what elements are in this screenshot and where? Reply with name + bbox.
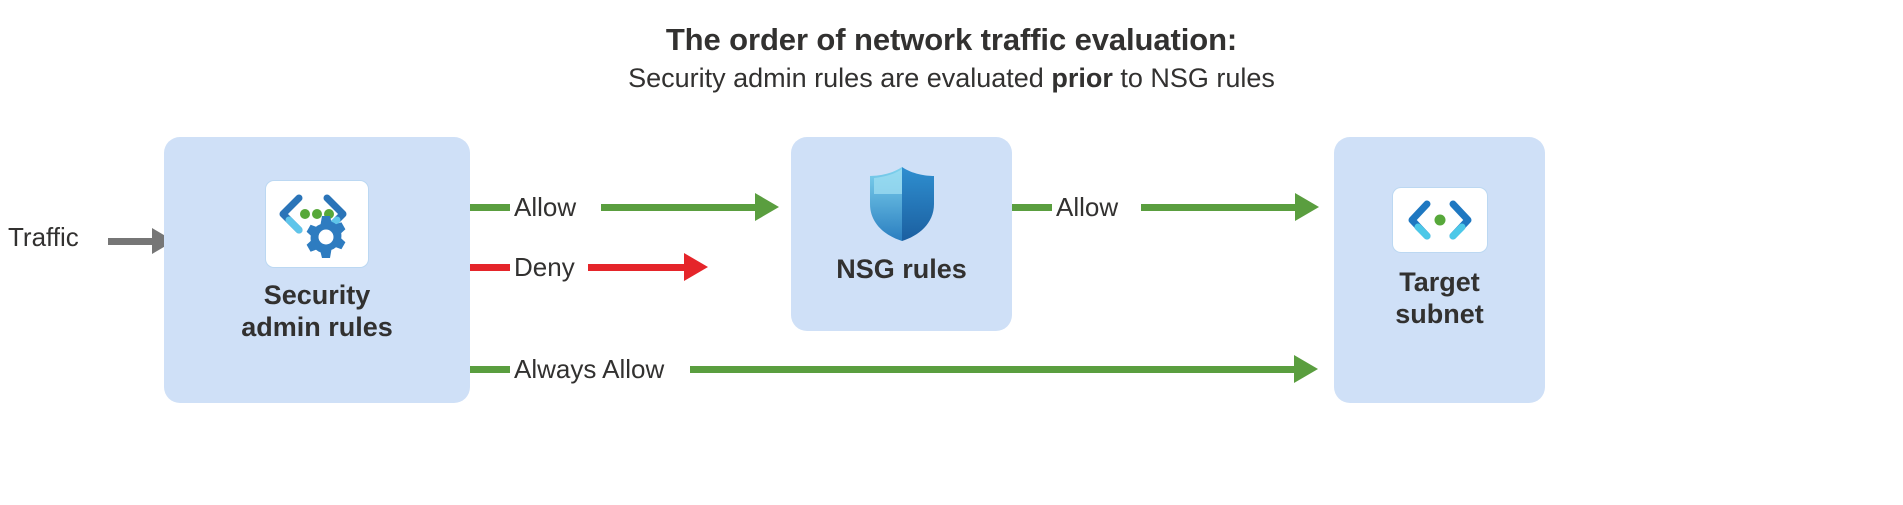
security-admin-rules-icon xyxy=(265,180,369,268)
edge-line xyxy=(470,264,510,271)
page-title: The order of network traffic evaluation: xyxy=(665,22,1238,57)
edge-deny-stub xyxy=(470,264,510,271)
edge-label-allow-1: Allow xyxy=(514,192,577,222)
edge-line xyxy=(690,366,1298,373)
shield-icon xyxy=(862,164,942,244)
subtitle-pre: Security admin rules are evaluated xyxy=(628,63,1052,93)
node-label-security-admin-rules: Security admin rules xyxy=(241,280,393,342)
edge-allow-security-to-nsg-stub xyxy=(470,204,510,211)
edge-label-traffic: Traffic xyxy=(8,222,79,252)
node-label-target-subnet: Target subnet xyxy=(1395,267,1484,329)
edge-traffic xyxy=(108,228,174,254)
edge-label-always-allow: Always Allow xyxy=(514,354,665,384)
subtitle-emphasis: prior xyxy=(1051,63,1113,93)
edge-always-allow-stub xyxy=(470,366,510,373)
page-subtitle: Security admin rules are evaluated prior… xyxy=(0,63,1903,94)
edge-line xyxy=(601,204,759,211)
edge-line xyxy=(470,366,510,373)
edge-line xyxy=(1012,204,1052,211)
arrowhead-icon xyxy=(1295,193,1319,221)
arrowhead-icon xyxy=(1294,355,1318,383)
subnet-code-icon xyxy=(1391,187,1488,253)
edge-traffic-line xyxy=(108,238,154,245)
arrowhead-icon xyxy=(684,253,708,281)
node-nsg-rules[interactable]: NSG rules xyxy=(791,137,1012,331)
edge-label-deny: Deny xyxy=(514,252,575,282)
edge-allow-nsg-to-target xyxy=(1141,193,1319,221)
subtitle-post: to NSG rules xyxy=(1112,63,1275,93)
node-label-nsg-rules: NSG rules xyxy=(836,254,967,284)
node-target-subnet[interactable]: Target subnet xyxy=(1334,137,1545,403)
edge-allow-security-to-nsg xyxy=(601,193,779,221)
edge-allow-nsg-to-target-stub xyxy=(1012,204,1052,211)
node-security-admin-rules[interactable]: Security admin rules xyxy=(164,137,470,403)
edge-deny xyxy=(588,253,708,281)
edge-always-allow xyxy=(690,355,1318,383)
edge-line xyxy=(470,204,510,211)
edge-line xyxy=(588,264,688,271)
arrowhead-icon xyxy=(755,193,779,221)
edge-label-allow-2: Allow xyxy=(1056,192,1119,222)
edge-line xyxy=(1141,204,1299,211)
